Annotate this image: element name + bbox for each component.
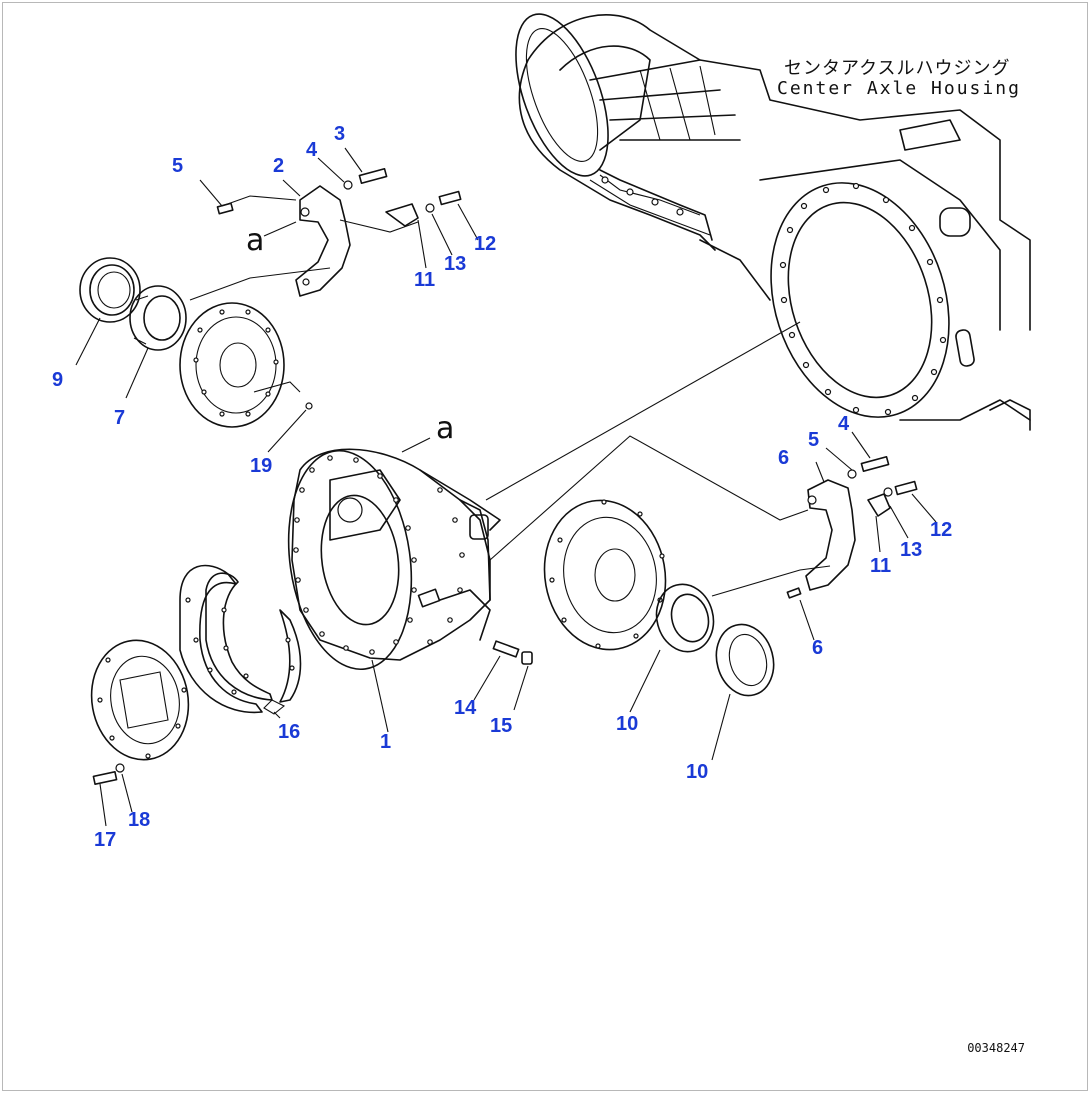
- clamp-6-drawing: [786, 455, 918, 599]
- bearing-8-drawing: [655, 583, 715, 653]
- callout-11-right: 11: [870, 555, 892, 577]
- housing-label-english: Center Axle Housing: [777, 78, 1021, 99]
- gear-right-drawing: [543, 499, 667, 651]
- bearing-7-drawing: [129, 285, 187, 351]
- bolt-14-nut-15-drawing: [492, 640, 533, 665]
- callout-10: 10: [686, 761, 709, 783]
- bolt-17-washer-18-drawing: [92, 763, 125, 785]
- callout-16: 16: [278, 721, 301, 743]
- housing-1-holes: [293, 455, 465, 655]
- housing-label-japanese: センタアクスルハウジング: [784, 58, 1011, 79]
- callout-12-right: 12: [930, 519, 953, 541]
- callout-9: 9: [52, 369, 64, 391]
- callout-7: 7: [114, 407, 126, 429]
- callout-13-upper: 13: [444, 253, 467, 275]
- seal-9-drawing: [79, 257, 141, 323]
- cover-plate-drawing: [90, 639, 190, 761]
- callout-15: 15: [490, 715, 513, 737]
- housing-flange-holes: [779, 182, 947, 416]
- callout-4-right: 5: [808, 429, 820, 451]
- nut-10-drawing: [715, 623, 775, 697]
- callout-8: 10: [616, 713, 639, 735]
- callout-3-right: 4: [838, 413, 850, 435]
- reference-mark-a-upper: a: [246, 223, 265, 258]
- gear-19-drawing: [179, 302, 313, 428]
- clamp-2-drawing: [216, 167, 462, 297]
- leader-lines: [75, 147, 937, 827]
- callout-13-right: 13: [900, 539, 923, 561]
- callout-3-upper: 3: [334, 123, 346, 145]
- reference-mark-a-lower: a: [436, 411, 455, 446]
- callout-4-upper: 4: [306, 139, 318, 161]
- drawing-code: 00348247: [967, 1041, 1025, 1055]
- callout-19: 19: [250, 455, 273, 477]
- center-axle-housing: [515, 13, 1031, 431]
- callout-2: 2: [273, 155, 285, 177]
- callout-12-upper: 12: [474, 233, 497, 255]
- callout-1: 1: [380, 731, 392, 753]
- callout-6: 6: [778, 447, 790, 469]
- shims-16-drawing: [179, 564, 302, 714]
- callout-5-right: 6: [812, 637, 824, 659]
- callout-11-upper: 11: [414, 269, 436, 291]
- callout-18: 18: [128, 809, 151, 831]
- callout-17: 17: [94, 829, 117, 851]
- carrier-housing-1-drawing: [287, 448, 501, 671]
- bolt-3-upper: [343, 167, 388, 190]
- callout-14: 14: [454, 697, 477, 719]
- callout-5-upper: 5: [172, 155, 184, 177]
